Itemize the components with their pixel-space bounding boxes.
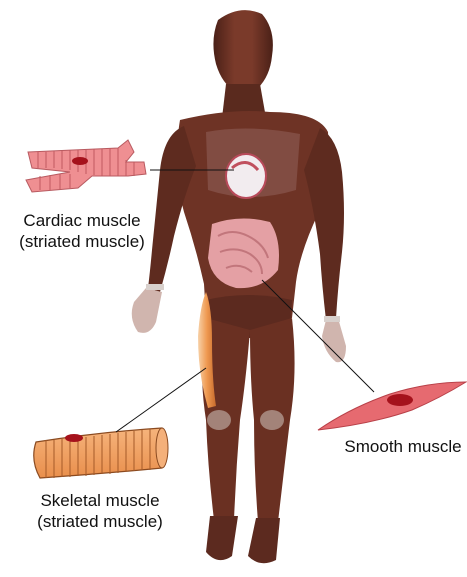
smooth-muscle-label: Smooth muscle (338, 436, 467, 457)
skeletal-muscle-tissue (34, 428, 168, 478)
skeletal-muscle-subtitle: (striated muscle) (14, 511, 186, 532)
cardiac-muscle-tissue (26, 140, 146, 192)
intestines-organ (208, 218, 279, 288)
smooth-muscle-title: Smooth muscle (338, 436, 467, 457)
cardiac-muscle-subtitle: (striated muscle) (2, 231, 162, 252)
smooth-muscle-tissue (318, 382, 466, 430)
cardiac-muscle-label: Cardiac muscle (striated muscle) (2, 210, 162, 252)
skeletal-leader-line (116, 368, 206, 432)
skeletal-muscle-title: Skeletal muscle (14, 490, 186, 511)
cardiac-muscle-title: Cardiac muscle (2, 210, 162, 231)
heart-organ (226, 154, 266, 198)
skeletal-muscle-label: Skeletal muscle (striated muscle) (14, 490, 186, 532)
